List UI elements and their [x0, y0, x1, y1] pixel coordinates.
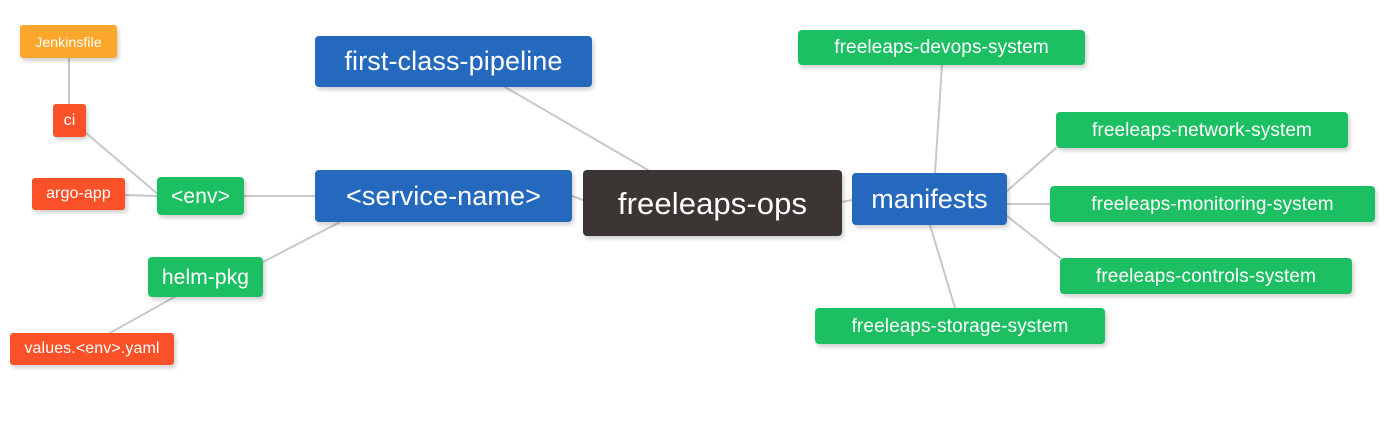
node-label-ci: ci	[63, 111, 76, 129]
node-freeleaps-controls-system[interactable]: freeleaps-controls-system	[1060, 258, 1352, 294]
node-freeleaps-ops[interactable]: freeleaps-ops	[583, 170, 842, 236]
node-label-freeleaps-ops: freeleaps-ops	[617, 185, 808, 221]
node-label-jenkinsfile: Jenkinsfile	[35, 33, 102, 50]
node-label-manifests: manifests	[871, 183, 988, 214]
node-label-freeleaps-controls-system: freeleaps-controls-system	[1095, 265, 1317, 287]
node-label-service-name: <service-name>	[346, 180, 541, 211]
node-label-helm-pkg: helm-pkg	[161, 265, 250, 289]
edge-manifests-to-freeleaps-network-system	[1006, 147, 1057, 192]
node-label-argo-app: argo-app	[46, 185, 111, 202]
node-freeleaps-storage-system[interactable]: freeleaps-storage-system	[815, 308, 1105, 344]
node-ci[interactable]: ci	[53, 104, 86, 137]
edge-service-name-to-helm-pkg	[262, 221, 341, 263]
node-jenkinsfile[interactable]: Jenkinsfile	[20, 25, 117, 58]
edge-manifests-to-freeleaps-storage-system	[929, 224, 956, 309]
node-freeleaps-monitoring-system[interactable]: freeleaps-monitoring-system	[1050, 186, 1375, 222]
node-label-values-env-yaml: values.<env>.yaml	[24, 340, 160, 357]
edge-argo-app-to-env	[124, 194, 158, 197]
node-label-freeleaps-network-system: freeleaps-network-system	[1092, 119, 1312, 141]
node-values-env-yaml[interactable]: values.<env>.yaml	[10, 333, 174, 365]
node-freeleaps-network-system[interactable]: freeleaps-network-system	[1056, 112, 1348, 148]
node-label-freeleaps-monitoring-system: freeleaps-monitoring-system	[1091, 193, 1334, 215]
edge-first-class-pipeline-to-freeleaps-ops	[504, 86, 649, 171]
node-label-first-class-pipeline: first-class-pipeline	[344, 46, 563, 76]
edge-manifests-to-freeleaps-devops-system	[934, 64, 943, 174]
edge-freeleaps-ops-to-manifests	[841, 199, 853, 203]
node-label-freeleaps-storage-system: freeleaps-storage-system	[851, 315, 1069, 337]
node-manifests[interactable]: manifests	[852, 173, 1007, 225]
edge-manifests-to-freeleaps-controls-system	[1006, 215, 1061, 259]
edge-helm-pkg-to-values-env-yaml	[109, 295, 177, 334]
node-freeleaps-devops-system[interactable]: freeleaps-devops-system	[798, 30, 1085, 65]
node-label-freeleaps-devops-system: freeleaps-devops-system	[834, 37, 1049, 58]
node-label-env: <env>	[171, 184, 230, 208]
node-helm-pkg[interactable]: helm-pkg	[148, 257, 263, 297]
node-argo-app[interactable]: argo-app	[32, 178, 125, 210]
node-service-name[interactable]: <service-name>	[315, 170, 572, 222]
edge-service-name-to-freeleaps-ops	[571, 195, 584, 201]
node-first-class-pipeline[interactable]: first-class-pipeline	[315, 36, 592, 87]
node-env[interactable]: <env>	[157, 177, 244, 215]
